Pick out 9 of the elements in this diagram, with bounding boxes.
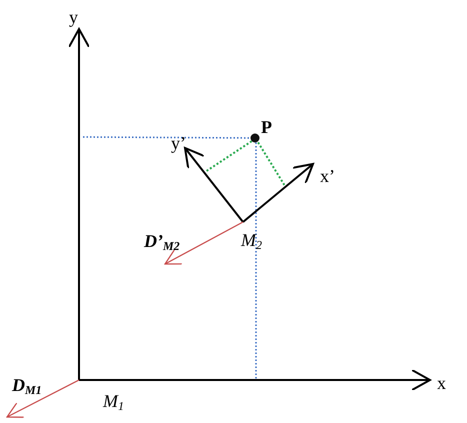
point-label: M$_{1}$ — [103, 392, 124, 412]
axis-label: y — [69, 8, 78, 26]
point-label: P — [261, 118, 272, 136]
axis-label: x’ — [320, 167, 335, 185]
axis-label: x — [437, 374, 446, 392]
point-label: M$_{2}$ — [241, 231, 262, 251]
vector-label: D$_{M1}$ — [12, 376, 42, 396]
axis-label: y’ — [171, 134, 186, 152]
vector-label: D’$_{M2}$ — [144, 232, 180, 252]
